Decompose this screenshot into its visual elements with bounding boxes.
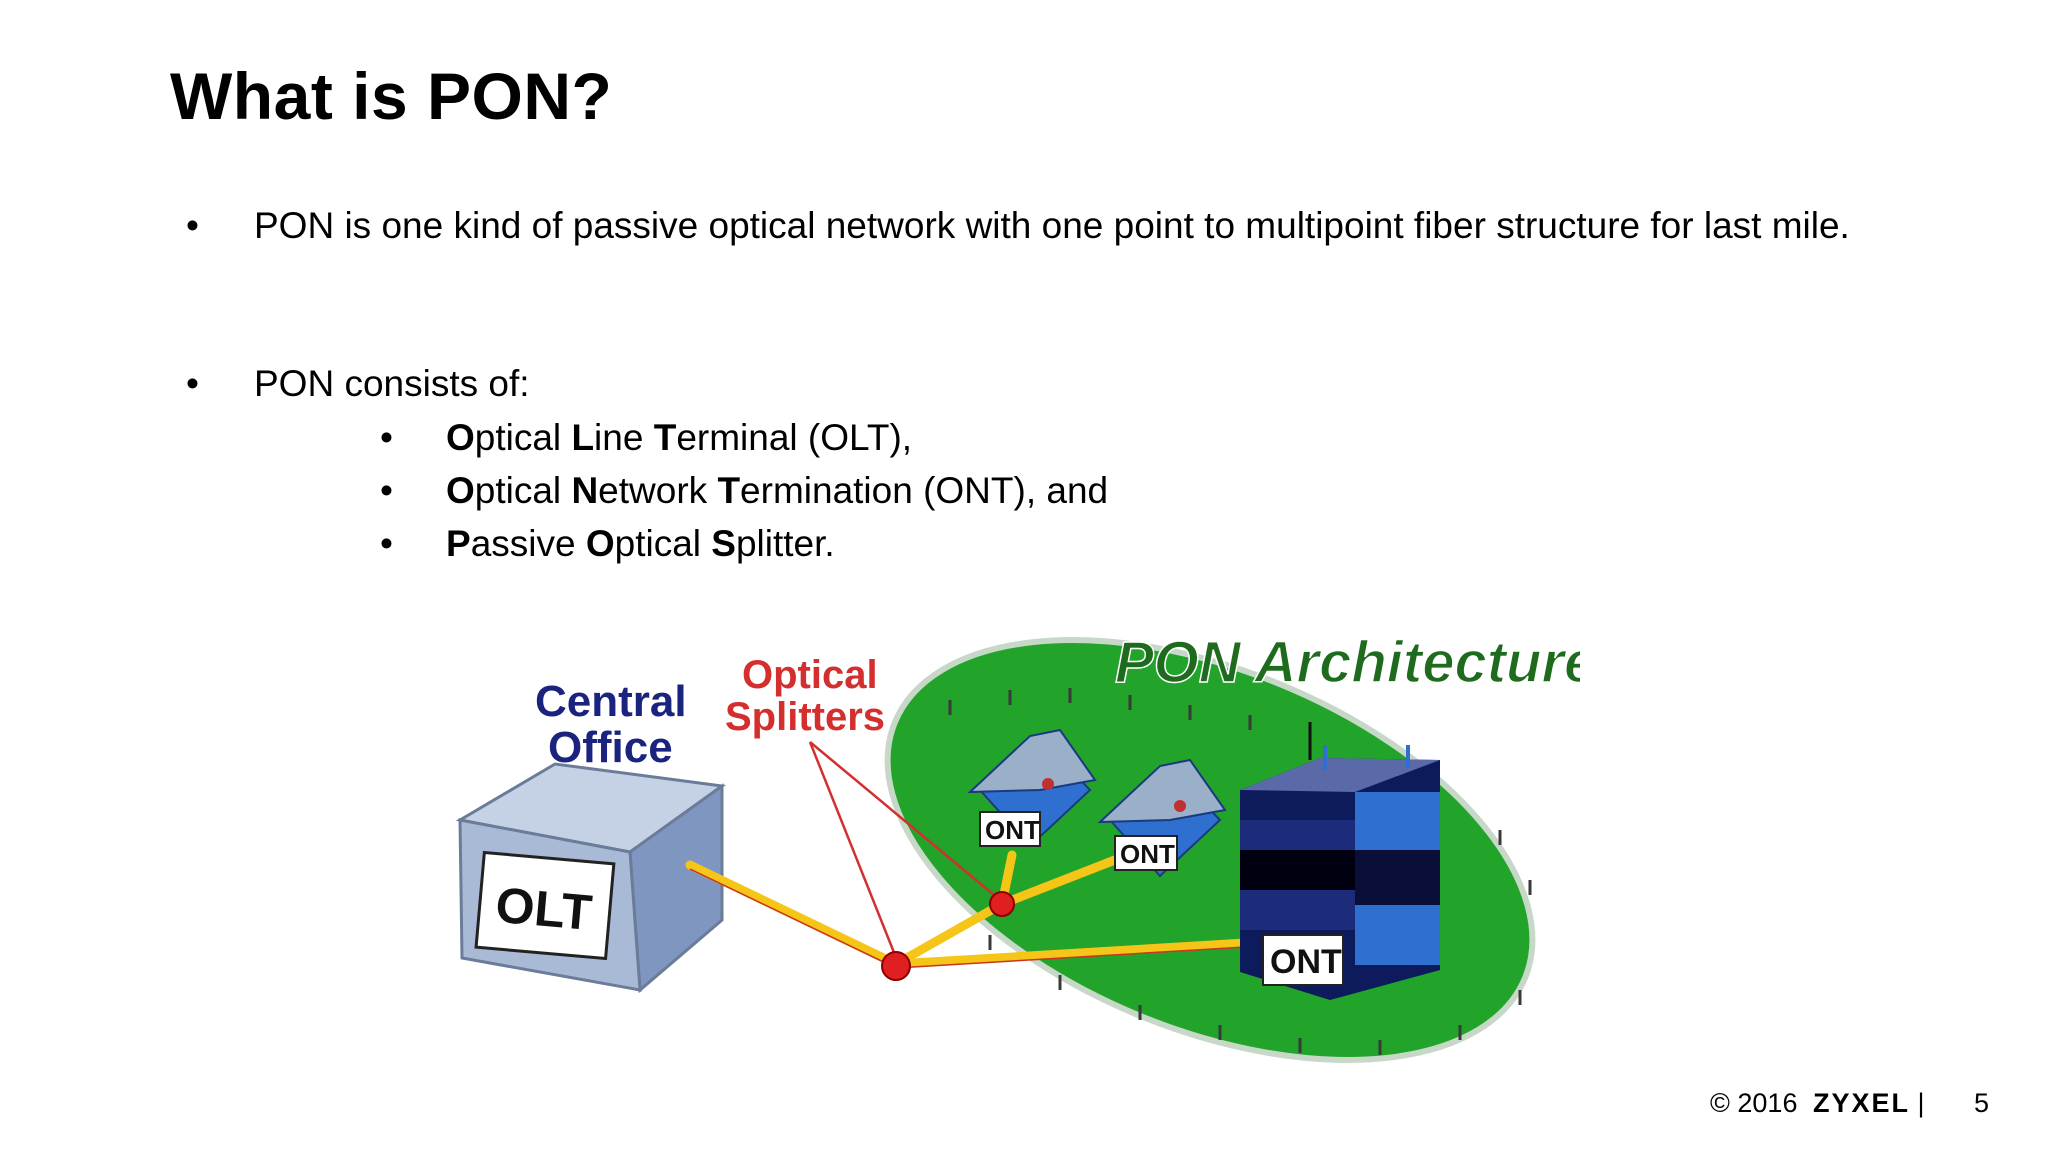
- initial: O: [446, 417, 475, 458]
- sub-bullet-text: Optical Line Terminal (OLT),: [446, 417, 913, 458]
- splitters-label: Optical: [742, 653, 878, 697]
- initial: T: [717, 470, 741, 511]
- fiber-outline: [689, 868, 1263, 969]
- ont-label-box: [979, 811, 1041, 847]
- initial: P: [446, 523, 471, 564]
- copyright-text: © 2016: [1710, 1088, 1798, 1118]
- fence: [948, 688, 1532, 1055]
- ont-label-box: [1262, 934, 1344, 986]
- zyxel-logo: ZYXEL: [1812, 1088, 1910, 1118]
- olt-label-box: [474, 850, 616, 961]
- initial: L: [571, 417, 595, 458]
- ont-label: ONT: [985, 815, 1040, 845]
- footer-separator: |: [1917, 1088, 1925, 1118]
- page-number: 5: [1974, 1088, 1990, 1118]
- olt-label: OLT: [493, 877, 594, 941]
- splitters-label: Splitters: [725, 695, 885, 739]
- bullet-symbol: •: [186, 363, 199, 404]
- sub-bullet-text: Optical Network Termination (ONT), and: [446, 470, 1109, 511]
- initial: T: [653, 417, 677, 458]
- ont-label-box: [1114, 835, 1178, 871]
- olt-unit: OLT: [455, 762, 726, 994]
- diagram-heading: PON Architecture: [1115, 630, 1580, 695]
- ont-label: ONT: [1270, 943, 1342, 981]
- building-ont-3: ONT: [1240, 722, 1440, 1000]
- bullet-symbol: •: [380, 417, 393, 458]
- initial: O: [585, 523, 615, 564]
- bullet-text: PON consists of:: [254, 363, 530, 404]
- initial: S: [711, 523, 736, 564]
- bullet-text: PON is one kind of passive optical netwo…: [254, 205, 1850, 246]
- bullet-symbol: •: [380, 523, 393, 564]
- slide-footer: © 2016 ZYXEL |: [1710, 1088, 1925, 1119]
- bullet-symbol: •: [186, 205, 199, 246]
- slide-title: What is PON?: [170, 59, 613, 133]
- house-ont-2: ONT: [1097, 758, 1227, 878]
- pon-architecture-diagram: PON Architecture Central Office Optical …: [455, 629, 1580, 1063]
- splitter-node: [881, 951, 911, 981]
- sub-bullet-text: Passive Optical Splitter.: [446, 523, 835, 564]
- splitter-node: [989, 891, 1015, 917]
- bullet-symbol: •: [380, 470, 393, 511]
- house-ont-1: ONT: [967, 728, 1097, 848]
- fiber-lines: [685, 850, 1267, 969]
- central-office-label: Office: [548, 723, 673, 772]
- central-office-label: Central: [535, 677, 687, 726]
- ont-label: ONT: [1120, 839, 1175, 869]
- splitter-pointers: [808, 741, 1001, 956]
- initial: N: [571, 470, 599, 511]
- initial: O: [446, 470, 475, 511]
